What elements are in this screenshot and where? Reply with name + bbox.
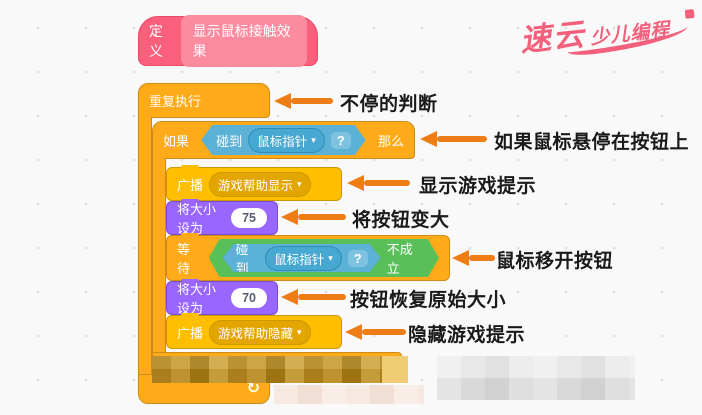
broadcast-hide-dropdown[interactable]: 游戏帮助隐藏 ▾ (209, 319, 311, 345)
annotation-arrow (452, 250, 495, 266)
arrow-head-icon (281, 289, 298, 305)
annotation-forever: 不停的判断 (340, 94, 438, 115)
arrow-head-icon (347, 175, 364, 191)
custom-block-prototype[interactable]: 显示鼠标接触效果 (180, 15, 307, 67)
set-size-label: 将大小设为 (177, 282, 217, 316)
brand-stamp (684, 9, 695, 19)
arrow-tail (437, 136, 487, 142)
chevron-down-icon: ▾ (297, 178, 302, 189)
arrow-head-icon (274, 93, 291, 109)
censor-mosaic-grey (437, 356, 635, 400)
if-block-header[interactable]: 如果 碰到 鼠标指针 ▾ ? 那么 (152, 121, 415, 159)
mouse-pointer-dropdown-value: 鼠标指针 (274, 252, 325, 267)
annotation-arrow (274, 93, 333, 109)
censor-mosaic-pink (274, 385, 424, 404)
question-mark-label: ? (331, 132, 351, 149)
arrow-head-icon (420, 131, 437, 147)
arrow-head-icon (345, 324, 362, 340)
forever-block-header[interactable]: 重复执行 (138, 83, 270, 118)
brand-watermark: 速云 少儿编程 (517, 0, 700, 75)
arrow-tail (362, 329, 406, 335)
annotation-hide-tip: 隐藏游戏提示 (408, 325, 526, 346)
annotation-arrow (281, 209, 346, 225)
set-size-label: 将大小设为 (177, 202, 217, 236)
define-hat-block[interactable]: 定义 显示鼠标接触效果 (138, 15, 318, 67)
brand-watermark-sub: 少儿编程 (589, 19, 672, 49)
annotation-arrow (347, 175, 410, 191)
touching-label: 碰到 (216, 133, 243, 149)
broadcast-label: 广播 (177, 177, 204, 193)
mouse-pointer-dropdown[interactable]: 鼠标指针 ▾ (265, 246, 342, 271)
annotation-if-hover: 如果鼠标悬停在按钮上 (494, 132, 690, 153)
arrow-head-icon (281, 209, 298, 225)
question-mark-label: ? (348, 250, 368, 267)
size-input-75[interactable]: 75 (231, 208, 267, 228)
annotation-mouse-away: 鼠标移开按钮 (496, 251, 614, 272)
define-keyword: 定义 (149, 23, 163, 59)
brand-watermark-main: 速云 (518, 16, 588, 59)
broadcast-show-dropdown[interactable]: 游戏帮助显示 ▾ (209, 171, 311, 197)
arrow-tail (364, 180, 410, 186)
not-operator-block[interactable]: 碰到 鼠标指针 ▾ ? 不成立 (209, 239, 439, 277)
arrow-head-icon (452, 250, 469, 266)
mouse-pointer-dropdown-value: 鼠标指针 (257, 134, 308, 149)
set-size-70-block[interactable]: 将大小设为 70 (166, 279, 278, 316)
chevron-down-icon: ▾ (311, 134, 316, 145)
size-input-70[interactable]: 70 (231, 288, 267, 308)
annotation-arrow (281, 289, 346, 305)
loop-arrow-icon: ↻ (246, 380, 260, 398)
arrow-tail (298, 294, 346, 300)
touching-label: 碰到 (235, 242, 249, 276)
set-size-75-block[interactable]: 将大小设为 75 (166, 199, 278, 236)
broadcast-hide-message: 游戏帮助隐藏 (218, 326, 294, 341)
wait-label: 等待 (177, 242, 191, 276)
then-label: 那么 (377, 133, 404, 149)
broadcast-show-block[interactable]: 广播 游戏帮助显示 ▾ (166, 165, 342, 201)
arrow-tail (291, 98, 333, 104)
mouse-pointer-dropdown[interactable]: 鼠标指针 ▾ (248, 128, 325, 153)
if-block-arm[interactable] (152, 158, 166, 353)
annotation-show-tip: 显示游戏提示 (419, 176, 537, 197)
forever-label: 重复执行 (149, 94, 202, 109)
broadcast-label: 广播 (177, 325, 204, 341)
annotation-arrow (345, 324, 406, 340)
if-label: 如果 (163, 133, 190, 149)
chevron-down-icon: ▾ (328, 252, 333, 263)
broadcast-show-message: 游戏帮助显示 (218, 178, 294, 193)
censor-mosaic-gold (152, 356, 408, 383)
chevron-down-icon: ▾ (297, 326, 302, 337)
annotation-enlarge: 将按钮变大 (352, 210, 450, 231)
touching-mouse-pointer-block[interactable]: 碰到 鼠标指针 ▾ ? (201, 125, 366, 155)
touching-mouse-pointer-block[interactable]: 碰到 鼠标指针 ▾ ? (223, 244, 381, 272)
arrow-tail (298, 214, 346, 220)
not-label: 不成立 (386, 242, 413, 276)
annotation-restore-size: 按钮恢复原始大小 (350, 290, 507, 311)
annotation-arrow (420, 131, 487, 147)
broadcast-hide-block[interactable]: 广播 游戏帮助隐藏 ▾ (166, 313, 342, 349)
censor-mosaic-gold-tail (382, 356, 408, 383)
arrow-tail (469, 255, 495, 261)
custom-block-name: 显示鼠标接触效果 (192, 23, 291, 59)
brand-swoosh (565, 20, 690, 59)
wait-until-block[interactable]: 等待 碰到 鼠标指针 ▾ ? 不成立 (166, 233, 450, 281)
forever-block-arm[interactable] (138, 117, 152, 375)
